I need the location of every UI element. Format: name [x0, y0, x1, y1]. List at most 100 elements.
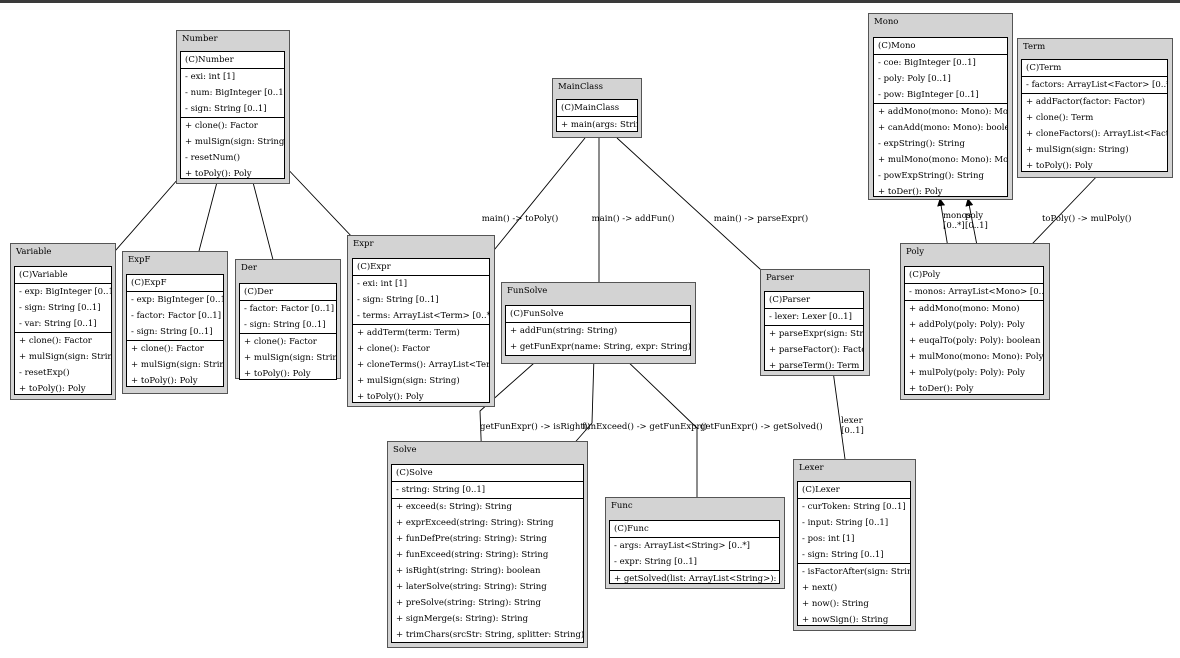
package-title: Parser: [766, 273, 794, 283]
attribute-section: - exi: int [1]- num: BigInteger [0..1]- …: [181, 69, 284, 118]
class-method: + now(): String: [802, 599, 869, 609]
class-box-parser[interactable]: (C)Parser- lexer: Lexer [0..1] + parseExp…: [764, 291, 864, 371]
edge-label: poly: [965, 211, 983, 221]
package-title: Mono: [874, 17, 899, 27]
class-name: (C)Mono: [874, 38, 1007, 55]
class-method: + preSolve(string: String): String: [396, 598, 541, 608]
class-method: + toPoly(): Poly: [131, 376, 198, 386]
class-box-func[interactable]: (C)Func - args: ArrayList<String> [0..*] -…: [609, 520, 780, 584]
class-attribute: - var: String [0..1]: [19, 319, 97, 329]
class-name: (C)Solve: [392, 465, 583, 482]
method-section: + clone(): Factor+ mulSign(sign: String)…: [15, 333, 112, 394]
class-box-poly[interactable]: (C)Poly- monos: ArrayList<Mono> [0..*]+ …: [904, 266, 1044, 395]
class-attribute: - factor: Factor [0..1]: [244, 304, 335, 314]
class-method: + mulSign(sign: String): [19, 352, 112, 362]
package-title: ExpF: [128, 255, 151, 265]
class-attribute: - pos: int [1]: [802, 534, 855, 544]
class-method: + addMono(mono: Mono): Mono: [878, 107, 1008, 117]
package-title: Lexer: [799, 463, 824, 473]
class-name: (C)ExpF: [127, 275, 223, 292]
class-method: + clone(): Factor: [357, 344, 430, 354]
class-method: + addFun(string: String): [510, 326, 618, 336]
class-name: (C)Func: [610, 521, 779, 538]
class-box-funsolve[interactable]: (C)FunSolve+ addFun(string: String)+ get…: [505, 305, 691, 356]
package-title: FunSolve: [507, 286, 548, 296]
class-name: (C)Poly: [905, 267, 1043, 284]
class-method: + exceed(s: String): String: [396, 502, 512, 512]
class-box-mainclass[interactable]: (C)MainClass+ main(args: String[]): [556, 99, 638, 132]
class-box-variable[interactable]: (C)Variable- exp: BigInteger [0..1]- sig…: [14, 266, 112, 395]
class-attribute: - sign: String [0..1]: [357, 295, 439, 305]
class-method: + addMono(mono: Mono): [909, 304, 1020, 314]
edge-main-parseexpr: [616, 137, 785, 292]
attribute-section: - curToken: String [0..1]- input: String…: [798, 499, 910, 564]
edge-label: [0..1]: [841, 426, 864, 436]
method-section: + clone(): Factor+ mulSign(sign: String)…: [240, 334, 337, 379]
class-method: - powExpString(): String: [878, 171, 984, 181]
attribute-section: - factors: ArrayList<Factor> [0..*]: [1022, 77, 1167, 94]
class-method: + clone(): Term: [1026, 113, 1094, 123]
class-name: (C)Lexer: [798, 482, 910, 499]
class-attribute: - pow: BigInteger [0..1]: [878, 90, 979, 100]
class-box-solve[interactable]: (C)Solve- string: String [0..1]+ exceed(…: [391, 464, 584, 643]
class-method: - expString(): String: [878, 139, 965, 149]
class-method: + isRight(string: String): boolean: [396, 566, 541, 576]
class-method: + toPoly(): Poly: [1026, 161, 1093, 171]
method-section: + addFun(string: String)+ getFunExpr(nam…: [506, 323, 690, 355]
method-section: + getSolved(list: ArrayList<String>): St…: [610, 571, 779, 583]
class-name: (C)Parser: [765, 292, 863, 309]
package-title: Variable: [16, 247, 52, 257]
class-method: + parseExpr(sign: String): Expr: [769, 329, 864, 339]
class-box-expr[interactable]: (C)Expr- exi: int [1]- sign: String [0..…: [352, 258, 490, 403]
class-attribute: - sign: String [0..1]: [19, 303, 101, 313]
class-method: + toPoly(): Poly: [244, 369, 311, 379]
class-method: + toPoly(): Poly: [19, 384, 86, 394]
class-method: + parseFactor(): Factor: [769, 345, 864, 355]
class-box-term[interactable]: (C)Term- factors: ArrayList<Factor> [0..…: [1021, 59, 1168, 172]
edge-label: monos: [943, 211, 971, 221]
class-method: + mulMono(mono: Mono): Mono: [878, 155, 1008, 165]
method-section: + main(args: String[]): [557, 117, 637, 131]
attribute-section: - coe: BigInteger [0..1]- poly: Poly [0.…: [874, 55, 1007, 104]
class-name: (C)FunSolve: [506, 306, 690, 323]
class-box-der[interactable]: (C)Der- factor: Factor [0..1]- sign: Str…: [239, 283, 337, 380]
class-attribute: - sign: String [0..1]: [185, 104, 267, 114]
package-title: Der: [241, 263, 257, 273]
edge-label: lexer: [841, 416, 864, 426]
class-method: + funExceed(string: String): String: [396, 550, 549, 560]
class-box-mono[interactable]: (C)Mono- coe: BigInteger [0..1]- poly: P…: [873, 37, 1008, 197]
class-method: + toPoly(): Poly: [185, 169, 252, 179]
method-section: + addMono(mono: Mono): Mono+ canAdd(mono…: [874, 104, 1008, 197]
class-box-number[interactable]: (C)Number- exi: int [1]- num: BigInteger…: [180, 51, 285, 179]
class-name: (C)Expr: [353, 259, 489, 276]
class-attribute: - exi: int [1]: [185, 72, 236, 82]
class-attribute: - factor: Factor [0..1]: [131, 311, 222, 321]
class-attribute: - args: ArrayList<String> [0..*]: [614, 541, 750, 551]
class-method: + mulSign(sign: String): [1026, 145, 1129, 155]
method-section: - isFactorAfter(sign: String)+ next()+ n…: [798, 564, 910, 625]
class-attribute: - factors: ArrayList<Factor> [0..*]: [1026, 80, 1168, 90]
attribute-section: - exi: int [1]- sign: String [0..1]- ter…: [353, 276, 489, 325]
class-method: - resetNum(): [185, 153, 241, 163]
class-method: + toDer(): Poly: [878, 187, 943, 197]
class-box-expf[interactable]: (C)ExpF- exp: BigInteger [0..1]- factor:…: [126, 274, 224, 387]
method-section: + exceed(s: String): String+ exprExceed(…: [392, 499, 583, 642]
attribute-section: - lexer: Lexer [0..1]: [765, 309, 863, 326]
attribute-section: - factor: Factor [0..1]- sign: String [0…: [240, 301, 336, 334]
edge-label: [0..1]: [965, 221, 988, 231]
class-attribute: - sign: String [0..1]: [802, 550, 884, 560]
attribute-section: - exp: BigInteger [0..1]- factor: Factor…: [127, 292, 223, 341]
class-method: + euqalTo(poly: Poly): boolean: [909, 336, 1041, 346]
class-method: + mulSign(sign: String): [357, 376, 460, 386]
edge-label: funExceed() -> getFunExpr(): [582, 421, 707, 432]
class-name: (C)Number: [181, 52, 284, 69]
method-section: + addFactor(factor: Factor)+ clone(): Te…: [1022, 94, 1167, 171]
class-attribute: - terms: ArrayList<Term> [0..*]: [357, 311, 490, 321]
class-method: + next(): [802, 583, 838, 593]
class-attribute: - expr: String [0..1]: [614, 557, 697, 567]
class-box-lexer[interactable]: (C)Lexer- curToken: String [0..1]- input…: [797, 481, 911, 626]
class-method: + mulSign(sign: String): [244, 353, 337, 363]
class-attribute: - coe: BigInteger [0..1]: [878, 58, 976, 68]
class-method: + mulMono(mono: Mono): Poly: [909, 352, 1044, 362]
